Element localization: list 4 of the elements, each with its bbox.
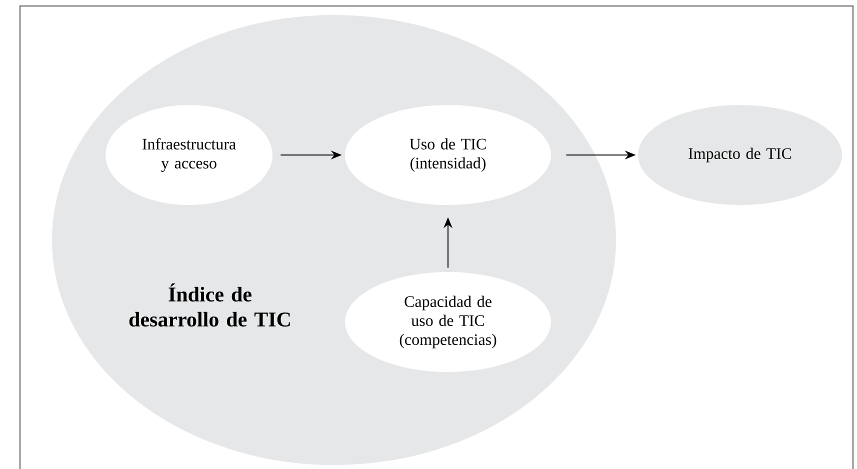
ellipse-node: Impacto de TIC [638,105,842,205]
ellipse-node: Uso de TIC (intensidad) [345,105,551,205]
ellipse-node: Infraestructura y acceso [106,105,272,205]
ellipse-node: Capacidad de uso de TIC (competencias) [345,272,551,372]
